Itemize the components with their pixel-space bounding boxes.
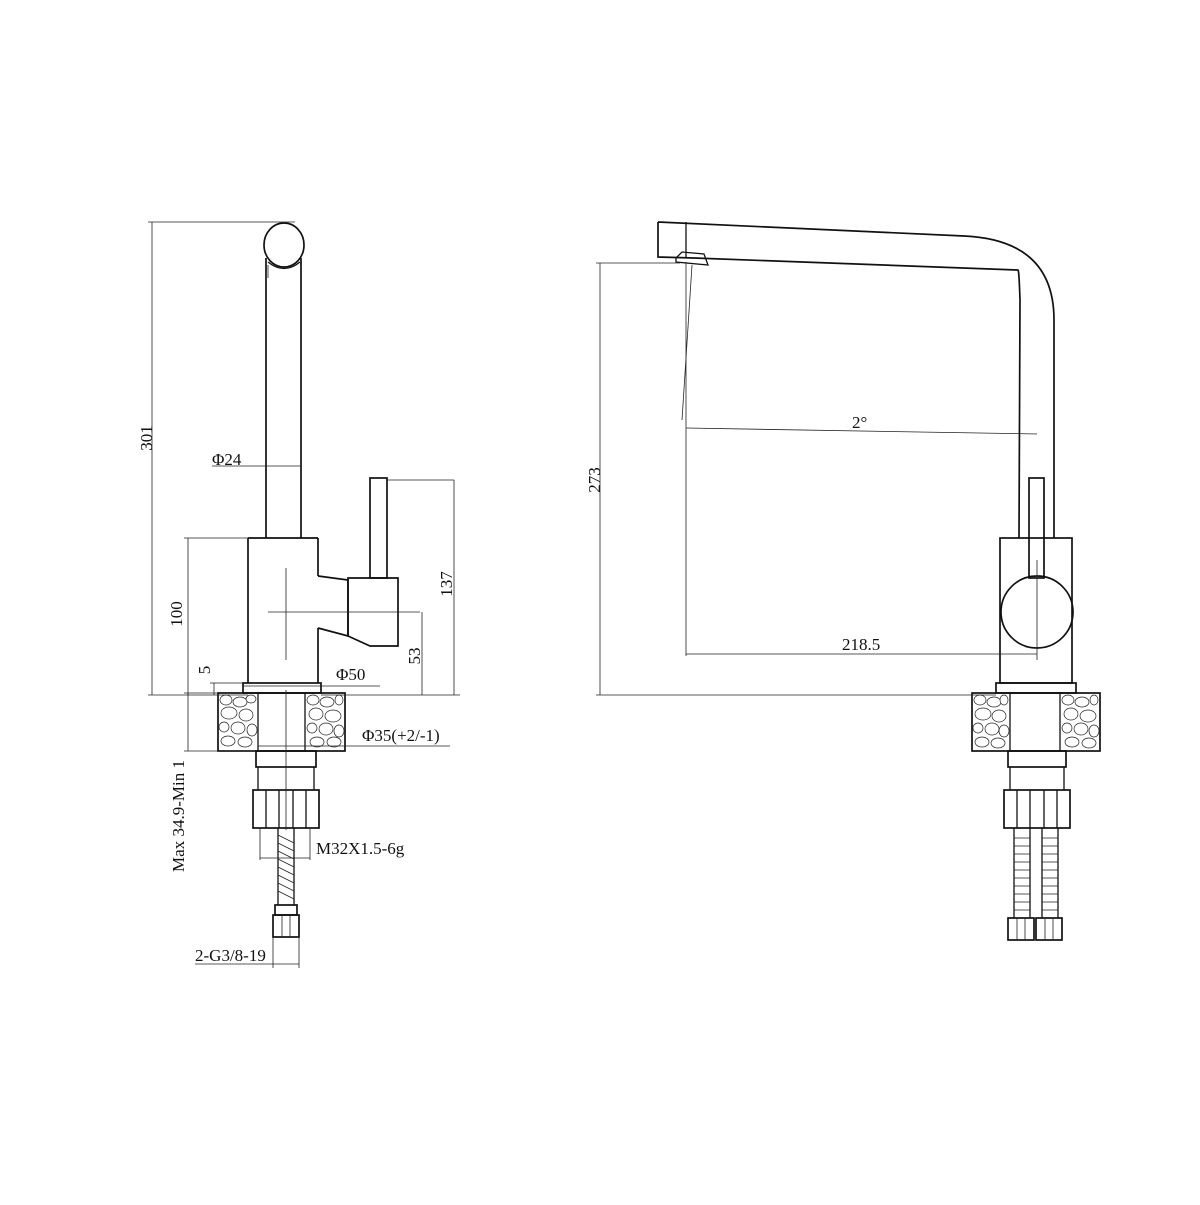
base-flange bbox=[242, 682, 322, 694]
front-stone-pattern-right bbox=[1061, 694, 1100, 749]
dim-countertop-thickness: Max 34.9-Min 1 bbox=[169, 692, 256, 872]
label-base-diameter: Φ50 bbox=[336, 665, 365, 684]
countertop-section bbox=[217, 692, 346, 752]
front-view: 273 2° 218.5 bbox=[585, 221, 1101, 941]
front-supply-hoses bbox=[1007, 828, 1063, 941]
label-body-height: 100 bbox=[167, 601, 186, 627]
label-thread: M32X1.5-6g bbox=[316, 839, 405, 858]
label-hose-connection: 2-G3/8-19 bbox=[195, 946, 266, 965]
label-hole-diameter: Φ35(+2/-1) bbox=[362, 726, 440, 745]
stone-pattern-right bbox=[306, 694, 345, 748]
label-handle-height: 137 bbox=[437, 571, 456, 597]
supply-hose bbox=[272, 828, 300, 938]
label-spout-reach: 218.5 bbox=[842, 635, 880, 654]
front-mounting-nut bbox=[1003, 750, 1071, 829]
front-stone-pattern-left bbox=[972, 694, 1010, 749]
front-handle bbox=[1028, 477, 1045, 579]
dim-total-height: 301 bbox=[137, 221, 295, 696]
label-spout-angle: 2° bbox=[852, 413, 867, 432]
label-spout-height: 273 bbox=[585, 467, 604, 493]
dim-spout-angle: 2° bbox=[681, 262, 1038, 435]
dim-thread: M32X1.5-6g bbox=[259, 828, 405, 860]
stone-pattern-left bbox=[218, 694, 258, 748]
handle-lever bbox=[369, 477, 454, 579]
dim-spout-diameter: Φ24 bbox=[212, 450, 301, 469]
label-countertop-thickness: Max 34.9-Min 1 bbox=[169, 760, 188, 872]
dim-spout-reach: 218.5 bbox=[685, 428, 1038, 660]
dim-spout-height: 273 bbox=[585, 262, 996, 696]
mounting-nut bbox=[252, 690, 320, 830]
dim-handle-offset: 53 bbox=[405, 612, 424, 695]
dim-base-thickness: 5 bbox=[195, 666, 243, 695]
label-spout-diameter: Φ24 bbox=[212, 450, 242, 469]
label-handle-offset: 53 bbox=[405, 648, 424, 665]
spout-arm bbox=[657, 221, 1055, 539]
label-base-thickness: 5 bbox=[195, 666, 214, 675]
dim-base-diameter: Φ50 bbox=[243, 665, 380, 687]
side-view: 301 Φ24 100 137 53 5 bbox=[137, 221, 460, 968]
dim-hose-connection: 2-G3/8-19 bbox=[195, 937, 300, 968]
faucet-body bbox=[247, 537, 420, 683]
dim-handle-height: 137 bbox=[321, 480, 460, 696]
dim-hole-diameter: Φ35(+2/-1) bbox=[258, 726, 450, 747]
front-countertop-section bbox=[971, 692, 1101, 752]
dim-body-height: 100 bbox=[167, 537, 248, 695]
label-total-height: 301 bbox=[137, 425, 156, 451]
spout-pipe bbox=[265, 258, 302, 538]
spout-cap bbox=[263, 222, 305, 278]
front-body bbox=[995, 537, 1077, 694]
